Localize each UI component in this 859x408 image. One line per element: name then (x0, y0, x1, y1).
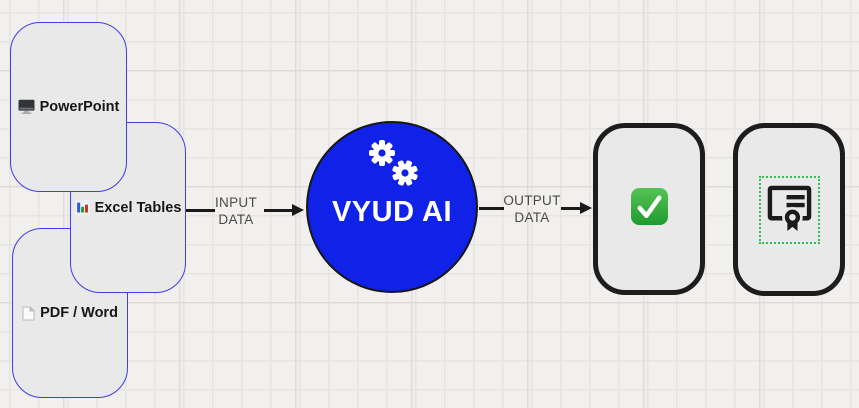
node-pdf-label: PDF / Word (22, 305, 118, 321)
bar-chart-icon (74, 200, 90, 215)
edge-output-label[interactable]: OUTPUT DATA (503, 193, 561, 225)
node-powerpoint[interactable]: PowerPoint (10, 22, 127, 192)
certificate-icon (767, 183, 812, 237)
edge-output-line (479, 207, 504, 210)
node-vyud-ai[interactable]: VYUD AI (306, 121, 478, 293)
edge-output-arrowhead-icon (580, 202, 592, 214)
edge-output-line (561, 207, 582, 210)
node-certificate[interactable] (733, 123, 845, 296)
document-page-icon (22, 305, 36, 321)
node-vyud-ai-label: VYUD AI (331, 196, 453, 228)
gears-icon (361, 137, 423, 195)
node-excel-label: Excel Tables (74, 200, 181, 216)
node-powerpoint-label: PowerPoint (18, 99, 119, 115)
check-mark-icon (630, 187, 669, 231)
certificate-selection-box[interactable] (758, 175, 820, 244)
edge-input-line (186, 209, 215, 212)
edge-input-line (264, 209, 294, 212)
edge-input-label[interactable]: INPUT DATA (215, 195, 257, 227)
monitor-icon (18, 99, 35, 115)
node-approved[interactable] (593, 123, 705, 295)
edge-input-arrowhead-icon (292, 204, 304, 216)
